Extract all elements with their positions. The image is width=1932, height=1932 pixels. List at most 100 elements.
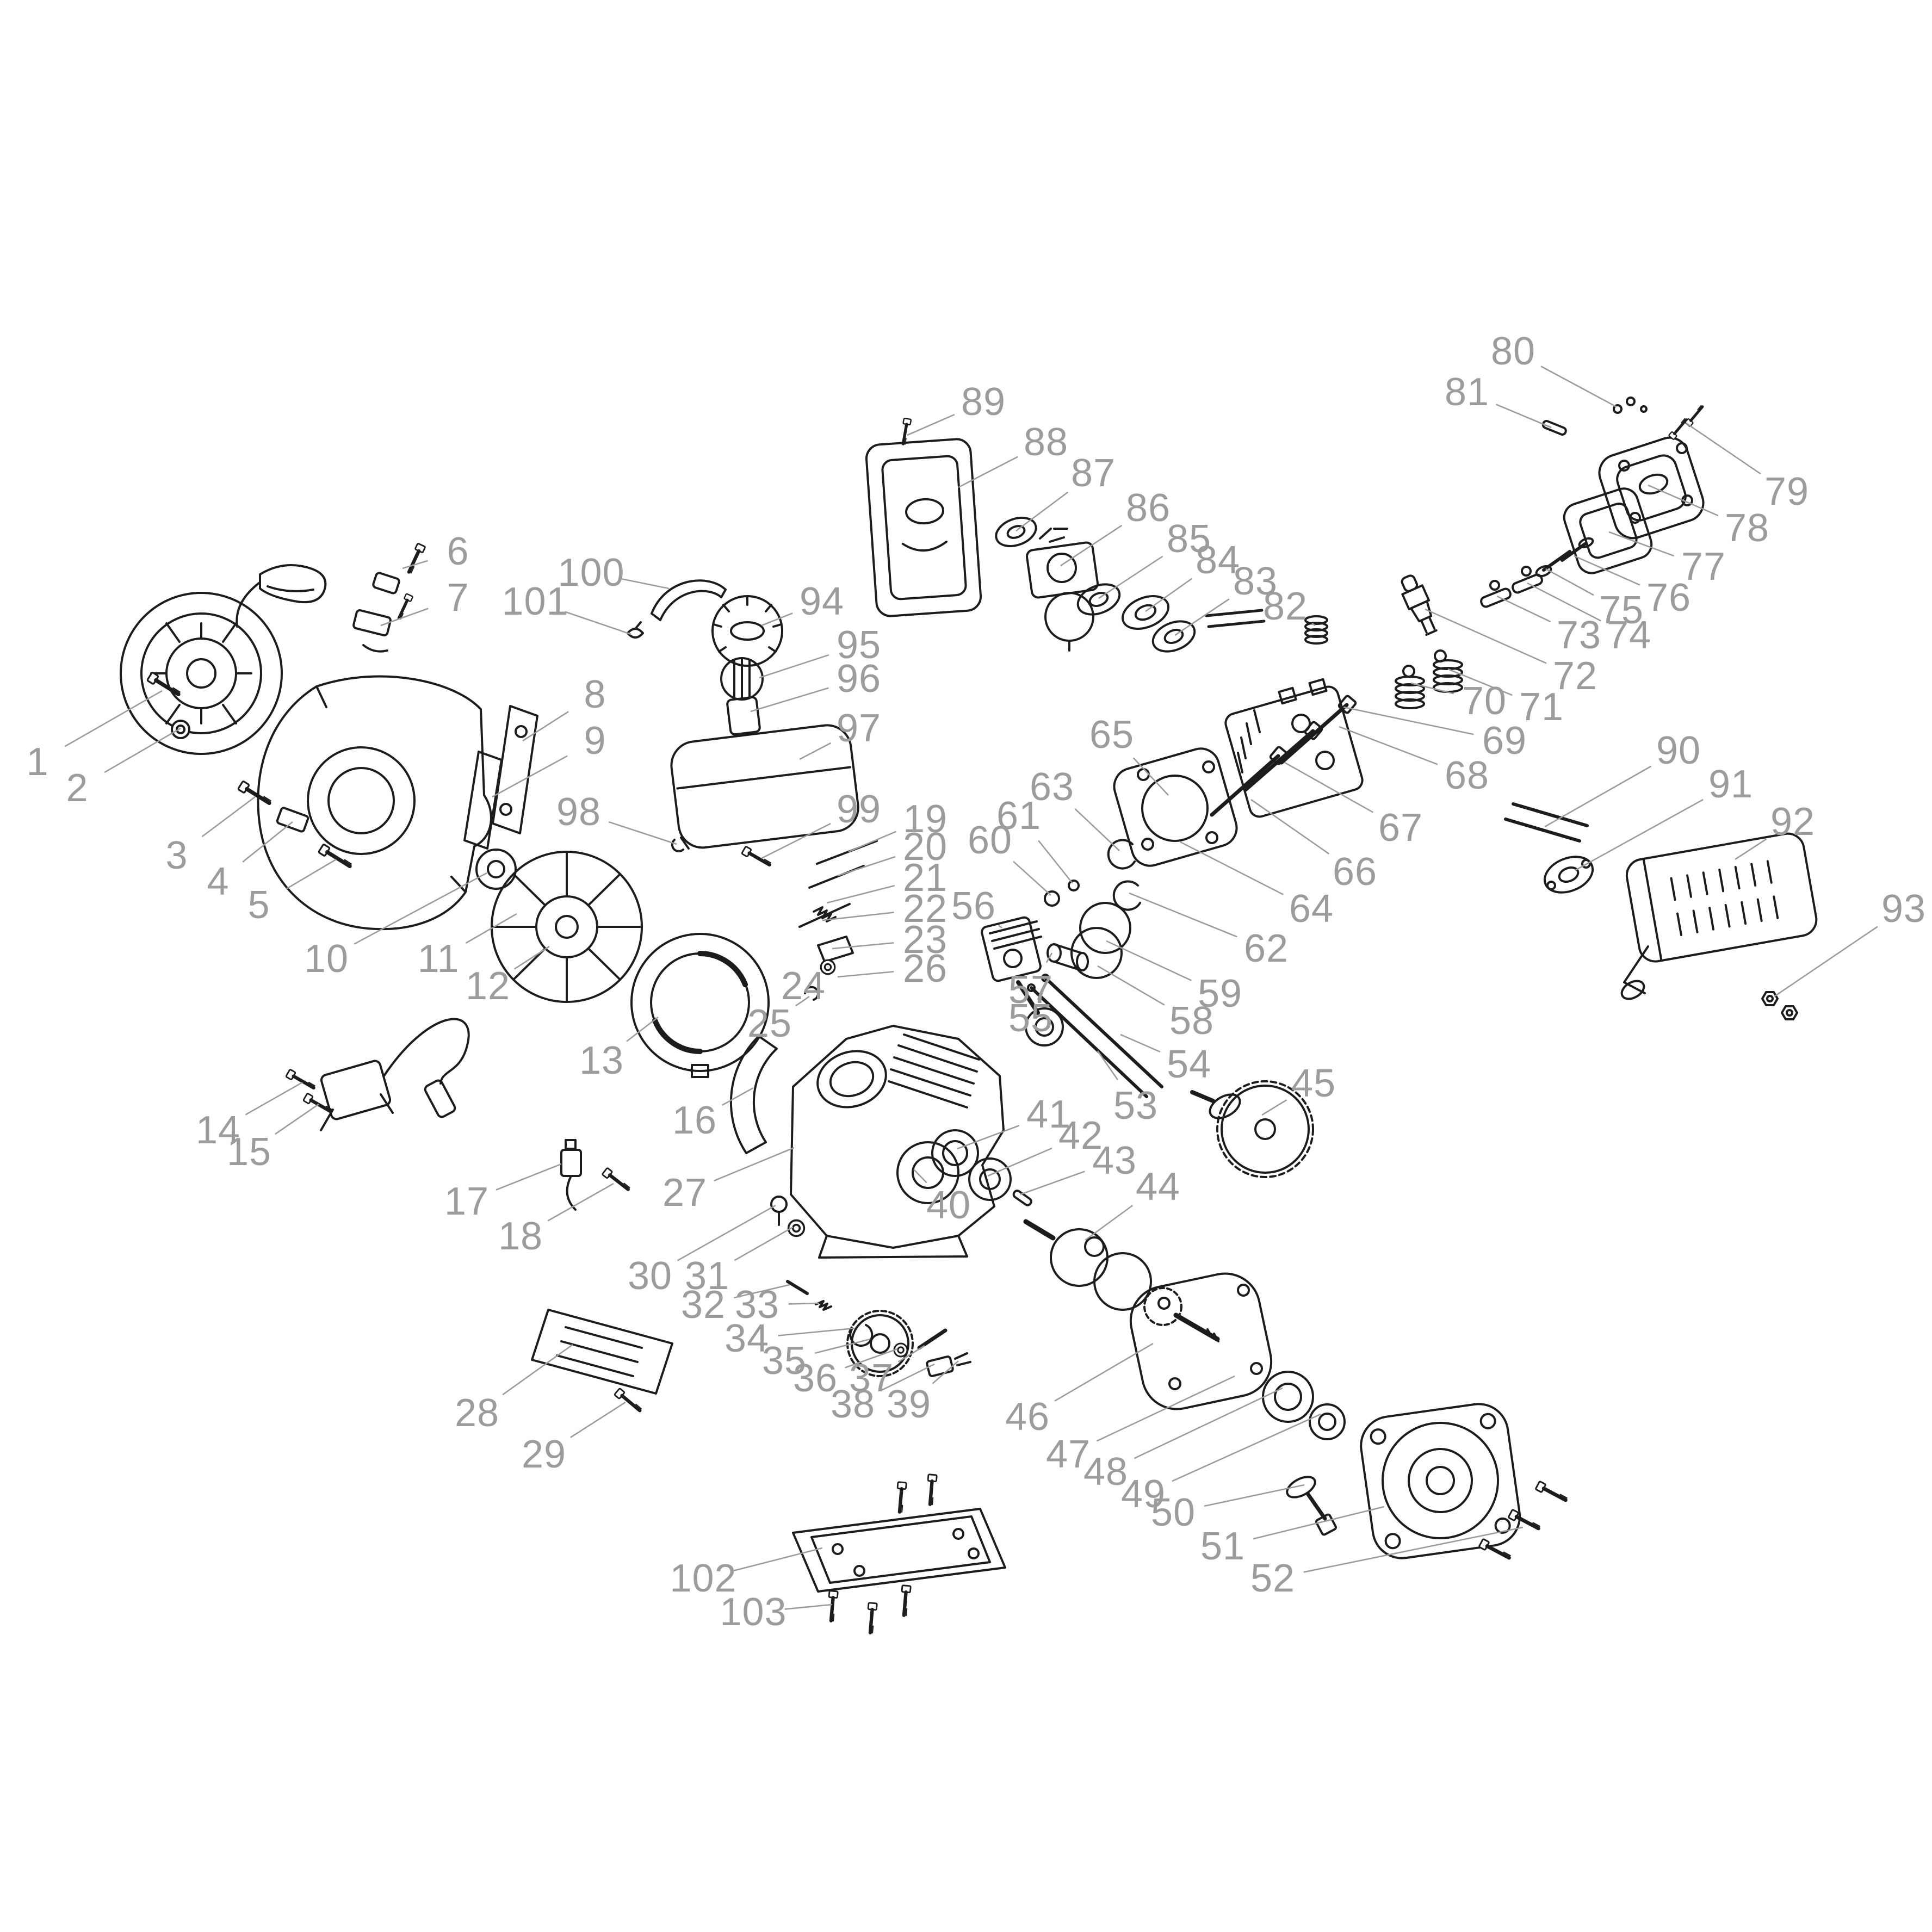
callout-label-77: 77 xyxy=(1681,545,1726,589)
callout-leader-53 xyxy=(1097,1050,1119,1081)
callout-label-1: 1 xyxy=(26,740,48,784)
callout-label-12: 12 xyxy=(466,964,510,1008)
callout-label-20: 20 xyxy=(903,825,948,869)
callout-label-83: 83 xyxy=(1233,560,1278,603)
callout-leader-16 xyxy=(722,1087,754,1106)
callout-label-55: 55 xyxy=(1008,996,1053,1040)
callout-leader-47 xyxy=(1096,1375,1235,1442)
callout-leader-51 xyxy=(1253,1506,1385,1540)
callout-leader-91 xyxy=(1575,798,1704,871)
part-pushrods xyxy=(1027,974,1163,1098)
callout-label-79: 79 xyxy=(1764,470,1809,513)
callout-leader-96 xyxy=(750,687,829,713)
callout-label-25: 25 xyxy=(747,1002,792,1045)
callout-leader-4 xyxy=(242,821,293,863)
part-carb-gasket xyxy=(995,516,1037,548)
callout-label-53: 53 xyxy=(1113,1084,1158,1128)
part-recoil-starter xyxy=(120,592,283,755)
callout-leader-35 xyxy=(814,1338,871,1354)
callout-label-44: 44 xyxy=(1136,1165,1180,1209)
callout-label-62: 62 xyxy=(1244,927,1289,970)
part-intake-spring xyxy=(1304,615,1328,645)
callout-label-4: 4 xyxy=(207,860,229,903)
callout-label-88: 88 xyxy=(1024,420,1068,464)
callout-leader-29 xyxy=(570,1401,626,1438)
callout-label-66: 66 xyxy=(1333,850,1377,894)
part-starter-pawl xyxy=(352,543,425,653)
callout-leader-83 xyxy=(1174,598,1230,636)
callout-label-92: 92 xyxy=(1770,800,1815,844)
callout-label-19: 19 xyxy=(903,797,948,841)
callout-leader-71 xyxy=(1447,668,1513,696)
part-air-cleaner xyxy=(865,418,982,617)
callout-leader-25 xyxy=(795,995,810,1007)
callout-label-60: 60 xyxy=(968,819,1012,862)
callout-label-11: 11 xyxy=(418,937,460,981)
callout-label-70: 70 xyxy=(1462,679,1507,723)
callout-leader-66 xyxy=(1250,798,1330,854)
callout-leader-15 xyxy=(275,1103,319,1135)
callout-label-90: 90 xyxy=(1656,729,1701,772)
callout-leader-11 xyxy=(465,913,517,944)
callout-leader-74 xyxy=(1527,582,1601,622)
part-woodruff-key xyxy=(1012,1190,1032,1206)
callout-leader-72 xyxy=(1425,608,1547,664)
callout-leader-75 xyxy=(1545,568,1594,596)
callout-leader-60 xyxy=(1013,860,1051,896)
part-crankcase-cover xyxy=(1360,1403,1568,1562)
parts-drawing xyxy=(120,397,1818,1633)
callout-label-61: 61 xyxy=(996,794,1041,838)
callout-leader-36 xyxy=(845,1348,898,1369)
callout-leader-78 xyxy=(1648,484,1719,517)
part-spark-plug xyxy=(1401,574,1438,636)
callout-leader-21 xyxy=(826,885,895,904)
callout-leader-54 xyxy=(1120,1033,1161,1052)
callout-leader-57 xyxy=(1045,952,1053,963)
callout-label-98: 98 xyxy=(556,790,601,834)
callout-leader-77 xyxy=(1608,531,1675,557)
callout-leader-99 xyxy=(761,822,831,859)
part-cover-screws xyxy=(1541,397,1705,439)
callout-leader-30 xyxy=(677,1204,776,1261)
callout-label-22: 22 xyxy=(903,887,948,931)
callout-leader-49 xyxy=(1172,1413,1321,1482)
part-cylinder-head xyxy=(1224,678,1364,818)
part-governor-gear xyxy=(846,1310,971,1377)
callout-label-89: 89 xyxy=(961,380,1006,424)
callout-leader-101 xyxy=(565,611,631,635)
callout-leader-10 xyxy=(354,872,487,945)
callout-label-102: 102 xyxy=(670,1557,736,1600)
callout-label-67: 67 xyxy=(1378,806,1423,850)
callout-label-23: 23 xyxy=(903,918,948,962)
part-breather-valve xyxy=(770,1196,832,1311)
callout-label-8: 8 xyxy=(584,673,606,716)
part-cover-seal xyxy=(1309,1403,1346,1440)
callout-label-51: 51 xyxy=(1200,1525,1245,1568)
callout-label-64: 64 xyxy=(1289,887,1334,931)
callout-label-74: 74 xyxy=(1607,614,1651,657)
callout-leader-52 xyxy=(1303,1526,1524,1573)
callout-leader-84 xyxy=(1145,578,1193,612)
callout-leader-13 xyxy=(626,1016,659,1042)
callout-leader-92 xyxy=(1735,838,1767,860)
callout-label-2: 2 xyxy=(66,766,88,810)
callout-leader-67 xyxy=(1284,761,1374,813)
callout-leader-88 xyxy=(958,456,1019,488)
part-cover-bearing xyxy=(1262,1371,1314,1423)
callout-label-78: 78 xyxy=(1725,506,1769,550)
callout-label-47: 47 xyxy=(1046,1433,1091,1476)
part-head-bolts xyxy=(1210,695,1357,817)
callout-leader-20 xyxy=(837,856,896,877)
callout-leader-45 xyxy=(1261,1099,1287,1116)
callout-label-97: 97 xyxy=(837,707,881,750)
callout-leader-56 xyxy=(998,925,1002,929)
callout-label-68: 68 xyxy=(1445,754,1489,797)
callout-leader-70 xyxy=(1410,682,1454,695)
callout-label-86: 86 xyxy=(1126,486,1171,530)
callout-leader-59 xyxy=(1106,940,1192,981)
part-ignition-coil xyxy=(286,1018,470,1131)
callout-label-3: 3 xyxy=(165,834,188,877)
callout-leader-33 xyxy=(788,1302,820,1305)
callout-label-14: 14 xyxy=(196,1109,240,1152)
